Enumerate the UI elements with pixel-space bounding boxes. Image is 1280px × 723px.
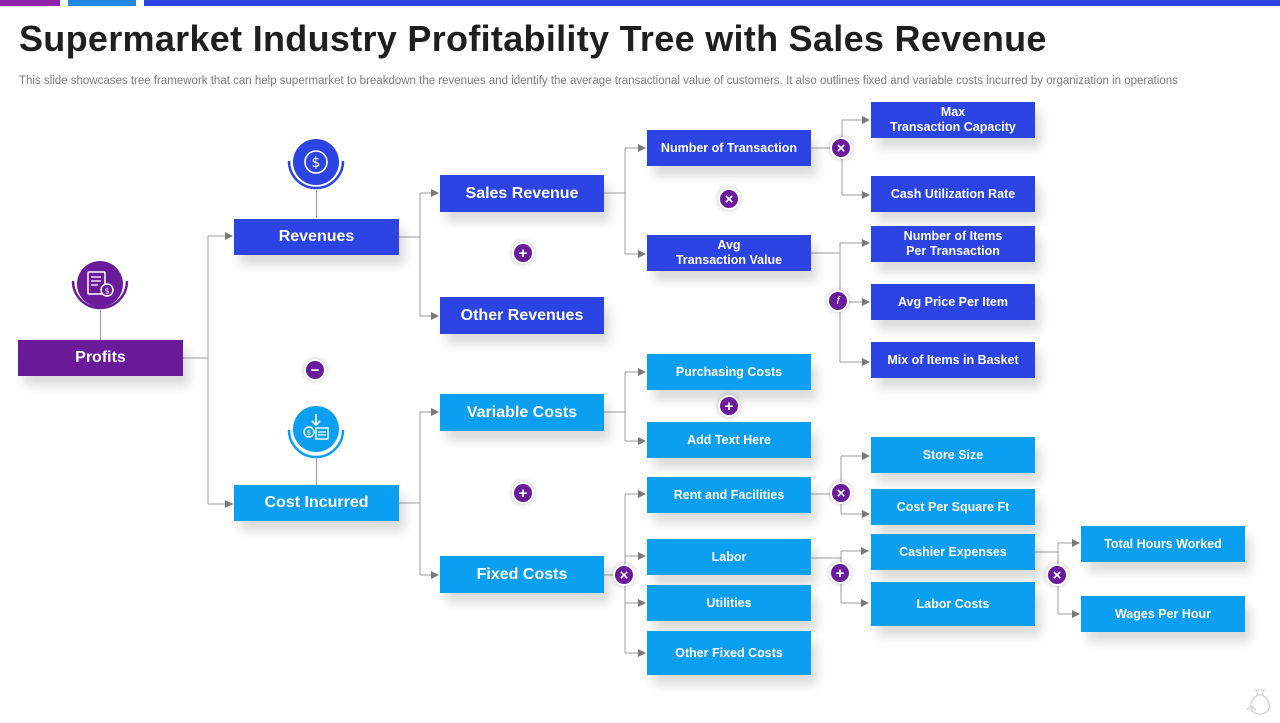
top-bar-indigo bbox=[144, 0, 1280, 6]
times-operator-symbol: × bbox=[720, 190, 738, 208]
minus-operator-symbol: − bbox=[306, 361, 324, 379]
minus-operator-icon: − bbox=[304, 359, 326, 381]
node-cashier-expenses: Cashier Expenses bbox=[871, 534, 1035, 570]
node-labor: Labor bbox=[647, 539, 811, 575]
plus-operator-icon: + bbox=[718, 395, 740, 417]
node-avg-transaction-value: Avg Transaction Value bbox=[647, 235, 811, 271]
node-other-revenues: Other Revenues bbox=[440, 297, 604, 334]
node-wages-per-hour: Wages Per Hour bbox=[1081, 596, 1245, 632]
node-avg-price-per-item: Avg Price Per Item bbox=[871, 284, 1035, 320]
node-mix-of-items-in-basket: Mix of Items in Basket bbox=[871, 342, 1035, 378]
node-cash-utilization-rate: Cash Utilization Rate bbox=[871, 176, 1035, 212]
node-rent-and-facilities: Rent and Facilities bbox=[647, 477, 811, 513]
times-operator-icon: × bbox=[1046, 564, 1068, 586]
node-cost-per-square-ft: Cost Per Square Ft bbox=[871, 489, 1035, 525]
page-title: Supermarket Industry Profitability Tree … bbox=[19, 18, 1047, 59]
node-profits: Profits bbox=[18, 340, 183, 376]
money-bag-icon bbox=[1244, 684, 1276, 718]
times-operator-symbol: × bbox=[1048, 566, 1066, 584]
node-utilities: Utilities bbox=[647, 585, 811, 621]
top-bar-blue bbox=[68, 0, 136, 6]
times-operator-symbol: × bbox=[832, 484, 850, 502]
function-operator-icon: f bbox=[827, 290, 849, 312]
plus-operator-icon: + bbox=[512, 482, 534, 504]
plus-operator-symbol: + bbox=[831, 564, 849, 582]
node-revenues: Revenues bbox=[234, 219, 399, 255]
node-labor-costs: Labor Costs bbox=[871, 582, 1035, 626]
times-operator-icon: × bbox=[830, 137, 852, 159]
node-number-of-transaction: Number of Transaction bbox=[647, 130, 811, 166]
plus-operator-symbol: + bbox=[514, 484, 532, 502]
times-operator-icon: × bbox=[613, 564, 635, 586]
top-color-bar bbox=[0, 0, 1280, 6]
times-operator-symbol: × bbox=[615, 566, 633, 584]
node-sales-revenue: Sales Revenue bbox=[440, 175, 604, 212]
svg-text:$: $ bbox=[312, 155, 321, 171]
times-operator-icon: × bbox=[718, 188, 740, 210]
cost-icon-stem bbox=[316, 458, 317, 485]
money-down-icon: $ bbox=[283, 402, 349, 460]
plus-operator-symbol: + bbox=[514, 244, 532, 262]
node-cost-incurred: Cost Incurred bbox=[234, 485, 399, 521]
plus-operator-symbol: + bbox=[720, 397, 738, 415]
node-fixed-costs: Fixed Costs bbox=[440, 556, 604, 593]
revenues-icon-stem bbox=[316, 190, 317, 218]
svg-text:$: $ bbox=[104, 287, 109, 296]
node-max-transaction-capacity: Max Transaction Capacity bbox=[871, 102, 1035, 138]
profits-icon-stem bbox=[100, 310, 101, 340]
node-variable-costs: Variable Costs bbox=[440, 394, 604, 431]
function-operator-symbol: f bbox=[829, 292, 847, 310]
plus-operator-icon: + bbox=[512, 242, 534, 264]
node-number-of-items-per-transaction: Number of Items Per Transaction bbox=[871, 226, 1035, 262]
invoice-money-icon: $ bbox=[67, 257, 133, 313]
times-operator-symbol: × bbox=[832, 139, 850, 157]
page-subtitle: This slide showcases tree framework that… bbox=[19, 75, 1178, 87]
node-total-hours-worked: Total Hours Worked bbox=[1081, 526, 1245, 562]
times-operator-icon: × bbox=[830, 482, 852, 504]
node-store-size: Store Size bbox=[871, 437, 1035, 473]
plus-operator-icon: + bbox=[829, 562, 851, 584]
top-bar-purple bbox=[0, 0, 60, 6]
node-add-text-here: Add Text Here bbox=[647, 422, 811, 458]
svg-text:$: $ bbox=[307, 429, 311, 437]
node-other-fixed-costs: Other Fixed Costs bbox=[647, 631, 811, 675]
node-purchasing-costs: Purchasing Costs bbox=[647, 354, 811, 390]
dollar-coin-icon: $ bbox=[283, 135, 349, 191]
